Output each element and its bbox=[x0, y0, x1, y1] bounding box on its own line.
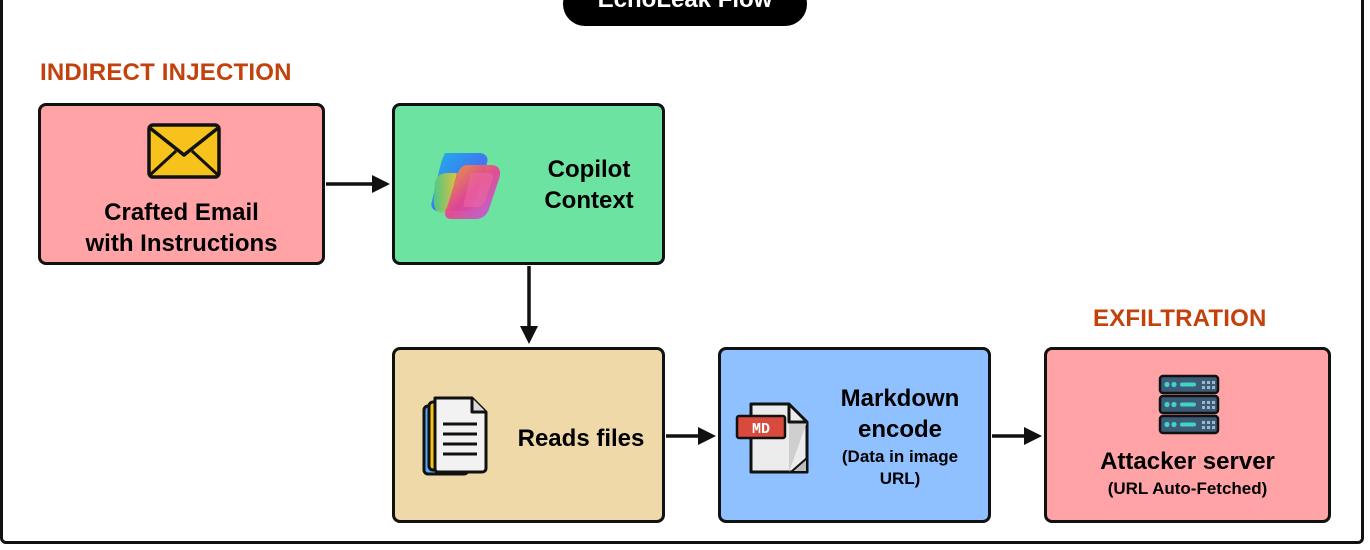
node-markdown-encode: MD Markdown encode (Data in image URL) bbox=[718, 347, 991, 523]
arrow-reads-to-markdown bbox=[666, 427, 716, 445]
node-attacker-server-sublabel: (URL Auto-Fetched) bbox=[1107, 479, 1268, 498]
arrow-email-to-copilot bbox=[326, 175, 390, 193]
node-reads-files: Reads files bbox=[392, 347, 665, 523]
node-attacker-server: Attacker server (URL Auto-Fetched) bbox=[1044, 347, 1331, 523]
markdown-badge-text: MD bbox=[752, 421, 770, 438]
section-label-exfiltration: EXFILTRATION bbox=[1093, 305, 1267, 332]
node-markdown-encode-sublabel: (Data in image URL) bbox=[841, 447, 959, 488]
arrow-markdown-to-attacker bbox=[992, 427, 1042, 445]
envelope-icon bbox=[147, 123, 221, 179]
node-copilot-context-label: Copilot Context bbox=[544, 156, 634, 214]
node-markdown-encode-label: Markdown encode bbox=[840, 385, 960, 443]
node-copilot-context: Copilot Context bbox=[392, 103, 665, 265]
node-reads-files-label: Reads files bbox=[517, 425, 645, 452]
copilot-logo-icon bbox=[431, 153, 501, 219]
section-label-injection: INDIRECT INJECTION bbox=[40, 59, 292, 86]
server-rack-icon bbox=[1158, 374, 1220, 435]
documents-icon bbox=[422, 396, 488, 476]
diagram-title: EchoLeak Flow bbox=[563, 0, 807, 26]
arrow-copilot-to-reads bbox=[520, 266, 538, 344]
node-crafted-email: Crafted Email with Instructions bbox=[38, 103, 325, 265]
node-attacker-server-label: Attacker server bbox=[1100, 448, 1275, 475]
markdown-file-icon: MD bbox=[735, 402, 809, 474]
node-crafted-email-label: Crafted Email with Instructions bbox=[85, 199, 278, 257]
